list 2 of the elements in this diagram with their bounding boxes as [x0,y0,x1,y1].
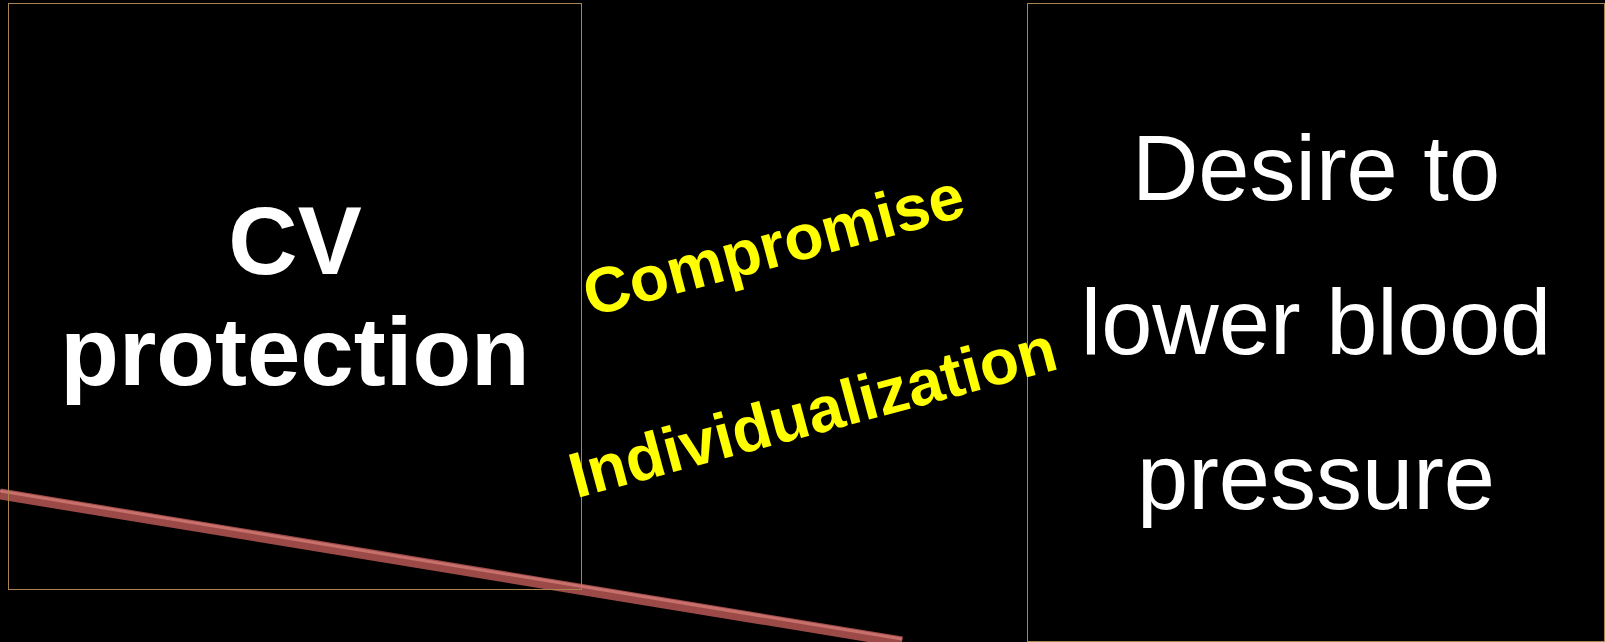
box-text: Desire to lower blood pressure [1079,115,1553,530]
box-text: CV protection [59,186,531,407]
